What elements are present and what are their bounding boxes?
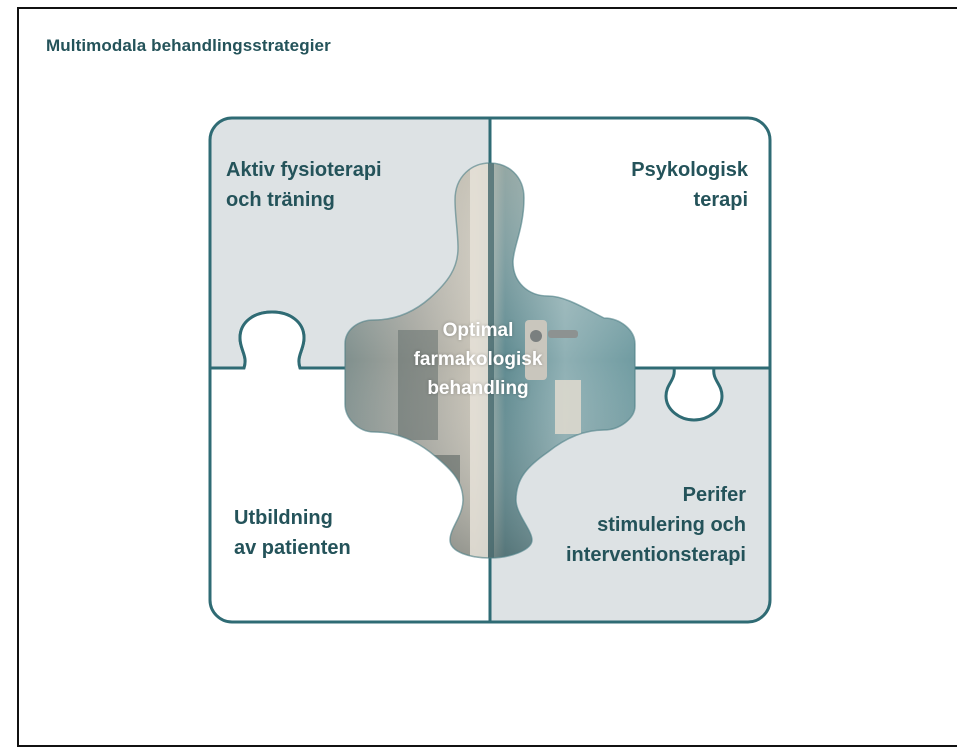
- label-top-left-line1: Aktiv fysioterapi: [226, 159, 382, 181]
- slide-title: Multimodala behandlingsstrategier: [46, 36, 331, 55]
- label-top-right: Psykologisk terapi: [631, 155, 748, 215]
- label-bottom-right-line1: Perifer: [682, 484, 746, 506]
- label-bottom-right-line3: interventionsterapi: [565, 544, 746, 566]
- label-center: Optimal farmakologisk behandling: [378, 316, 578, 403]
- center-piece-outline: [344, 162, 636, 559]
- puzzle-diagram: [208, 116, 772, 624]
- label-bottom-left-line1: Utbildning: [234, 507, 333, 529]
- label-top-left-line2: och träning: [226, 189, 335, 211]
- label-top-left: Aktiv fysioterapi och träning: [226, 155, 382, 215]
- label-center-line1: Optimal: [442, 320, 514, 341]
- label-top-right-line1: Psykologisk: [631, 159, 748, 181]
- label-bottom-right: Perifer stimulering och interventionster…: [566, 480, 746, 570]
- label-bottom-right-line2: stimulering och: [597, 514, 746, 536]
- label-center-line2: farmakologisk: [413, 349, 543, 370]
- slide: Multimodala behandlingsstrategier: [17, 7, 957, 747]
- label-top-right-line2: terapi: [693, 189, 748, 211]
- label-bottom-left-line2: av patienten: [234, 537, 351, 559]
- label-center-line3: behandling: [427, 378, 529, 399]
- label-bottom-left: Utbildning av patienten: [234, 503, 351, 563]
